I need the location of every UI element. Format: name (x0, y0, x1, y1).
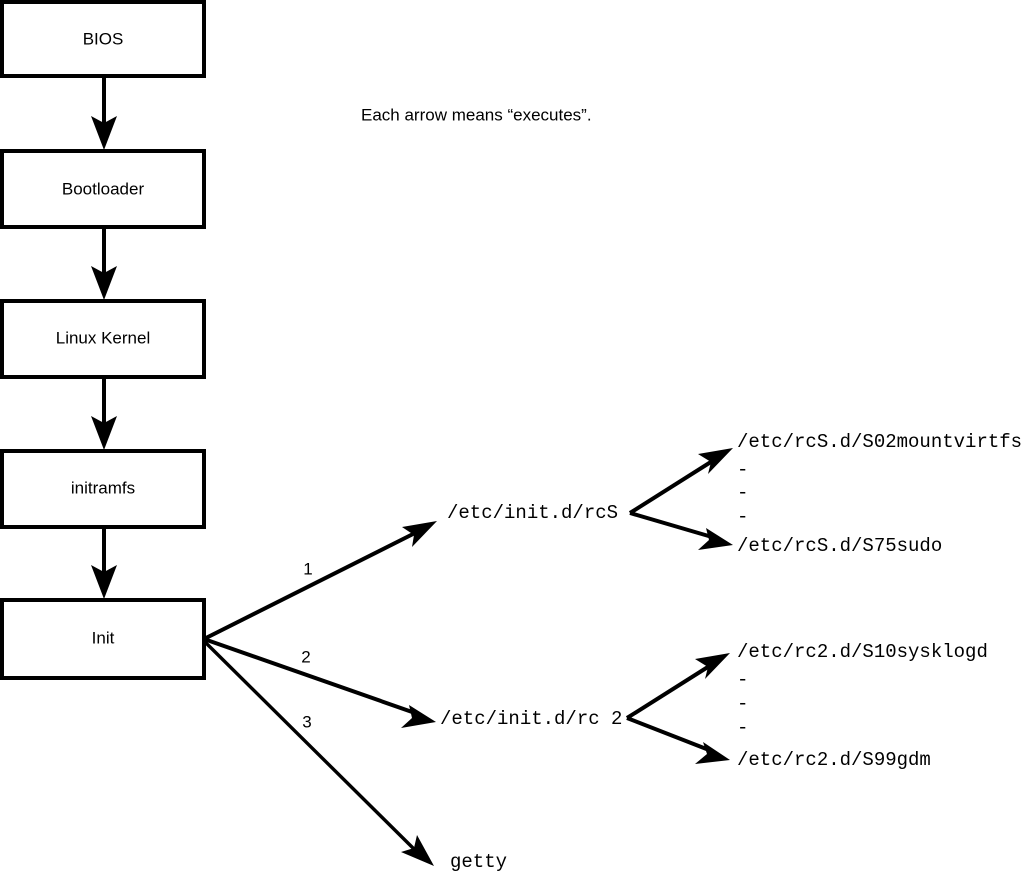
arrow-bootloader-to-kernel (91, 227, 117, 300)
arrow-init-branch-2 (203, 637, 436, 728)
label-rc2-last-script: /etc/rc2.d/S99gdm (737, 749, 931, 771)
rcs-ellipsis-dash-2: - (737, 482, 748, 504)
arrow-init-branch-3 (202, 639, 434, 866)
arrow-init-branch-1 (203, 521, 437, 641)
rc2-fanout-group: /etc/rc2.d/S10sysklogd - - - /etc/rc2.d/… (625, 641, 988, 771)
rcs-ellipsis-dash-3: - (737, 506, 748, 528)
boot-chain-group: BIOS Bootloader Linux Kernel initramfs I… (0, 0, 206, 680)
node-bios[interactable]: BIOS (0, 0, 206, 78)
init-branch-arrows (202, 521, 437, 866)
node-bootloader-label: Bootloader (62, 179, 145, 198)
rcs-ellipsis-dash-1: - (737, 459, 748, 481)
node-bootloader[interactable]: Bootloader (0, 149, 206, 229)
arrow-rcs-to-last-script (629, 511, 733, 550)
node-initramfs[interactable]: initramfs (0, 449, 206, 529)
branch-number-3: 3 (302, 712, 311, 731)
node-initramfs-label: initramfs (71, 478, 135, 497)
boot-chain-arrows (91, 76, 117, 599)
node-linux-kernel-box[interactable] (0, 299, 206, 379)
node-init-label: Init (92, 628, 115, 647)
rcs-fanout-group: /etc/rcS.d/S02mountvirtfs - - - /etc/rcS… (628, 431, 1022, 557)
rc2-ellipsis-dash-1: - (737, 669, 748, 691)
rc2-ellipsis-dash-2: - (737, 693, 748, 715)
arrow-initramfs-to-init (91, 527, 117, 599)
branch-target-labels: /etc/init.d/rcS /etc/init.d/rc 2 getty (440, 502, 622, 873)
label-rcs-first-script: /etc/rcS.d/S02mountvirtfs (737, 431, 1022, 453)
arrow-rc2-to-first-script (625, 653, 730, 720)
label-rcs-last-script: /etc/rcS.d/S75sudo (737, 535, 942, 557)
node-linux-kernel[interactable]: Linux Kernel (0, 299, 206, 379)
label-getty: getty (450, 851, 507, 873)
arrow-rc2-to-last-script (626, 716, 730, 764)
node-bios-label: BIOS (83, 29, 124, 48)
branch-number-2: 2 (301, 647, 310, 666)
rc2-ellipsis-dash-3: - (737, 717, 748, 739)
branch-number-1: 1 (303, 559, 312, 578)
arrow-bios-to-bootloader (91, 76, 117, 150)
diagram-caption: Each arrow means “executes”. (361, 105, 592, 124)
label-etc-init-d-rcs: /etc/init.d/rcS (447, 502, 618, 524)
node-init-box[interactable] (0, 598, 206, 680)
branch-number-labels: 1 2 3 (301, 559, 312, 731)
arrow-rcs-to-first-script (628, 448, 733, 515)
label-rc2-first-script: /etc/rc2.d/S10sysklogd (737, 641, 988, 663)
node-linux-kernel-label: Linux Kernel (56, 328, 151, 347)
node-init[interactable]: Init (0, 598, 206, 680)
node-initramfs-box[interactable] (0, 449, 206, 529)
arrow-kernel-to-initramfs (91, 377, 117, 450)
node-bios-box[interactable] (0, 0, 206, 78)
label-etc-init-d-rc-2: /etc/init.d/rc 2 (440, 708, 622, 730)
